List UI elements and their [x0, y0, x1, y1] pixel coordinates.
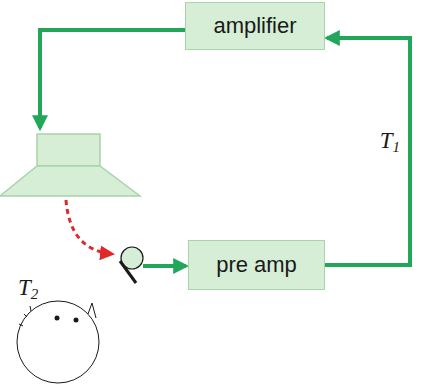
speaker-cone — [0, 166, 140, 196]
subscript: 1 — [393, 139, 401, 155]
preamp-box: pre amp — [188, 240, 325, 290]
speaker-wire — [40, 30, 186, 128]
acoustic-path — [66, 200, 112, 254]
signal-connector — [325, 38, 410, 265]
transfer-label: T1 — [380, 129, 400, 155]
amplifier-box: amplifier — [185, 2, 325, 50]
box-label: pre amp — [216, 252, 297, 278]
transfer-label: T2 — [18, 276, 38, 302]
microphone-wire — [143, 264, 186, 268]
box-label: amplifier — [213, 13, 296, 39]
subscript: 2 — [31, 286, 39, 302]
microphone-handle — [120, 261, 136, 283]
speaker-magnet — [37, 134, 100, 166]
listener-head — [17, 301, 99, 383]
